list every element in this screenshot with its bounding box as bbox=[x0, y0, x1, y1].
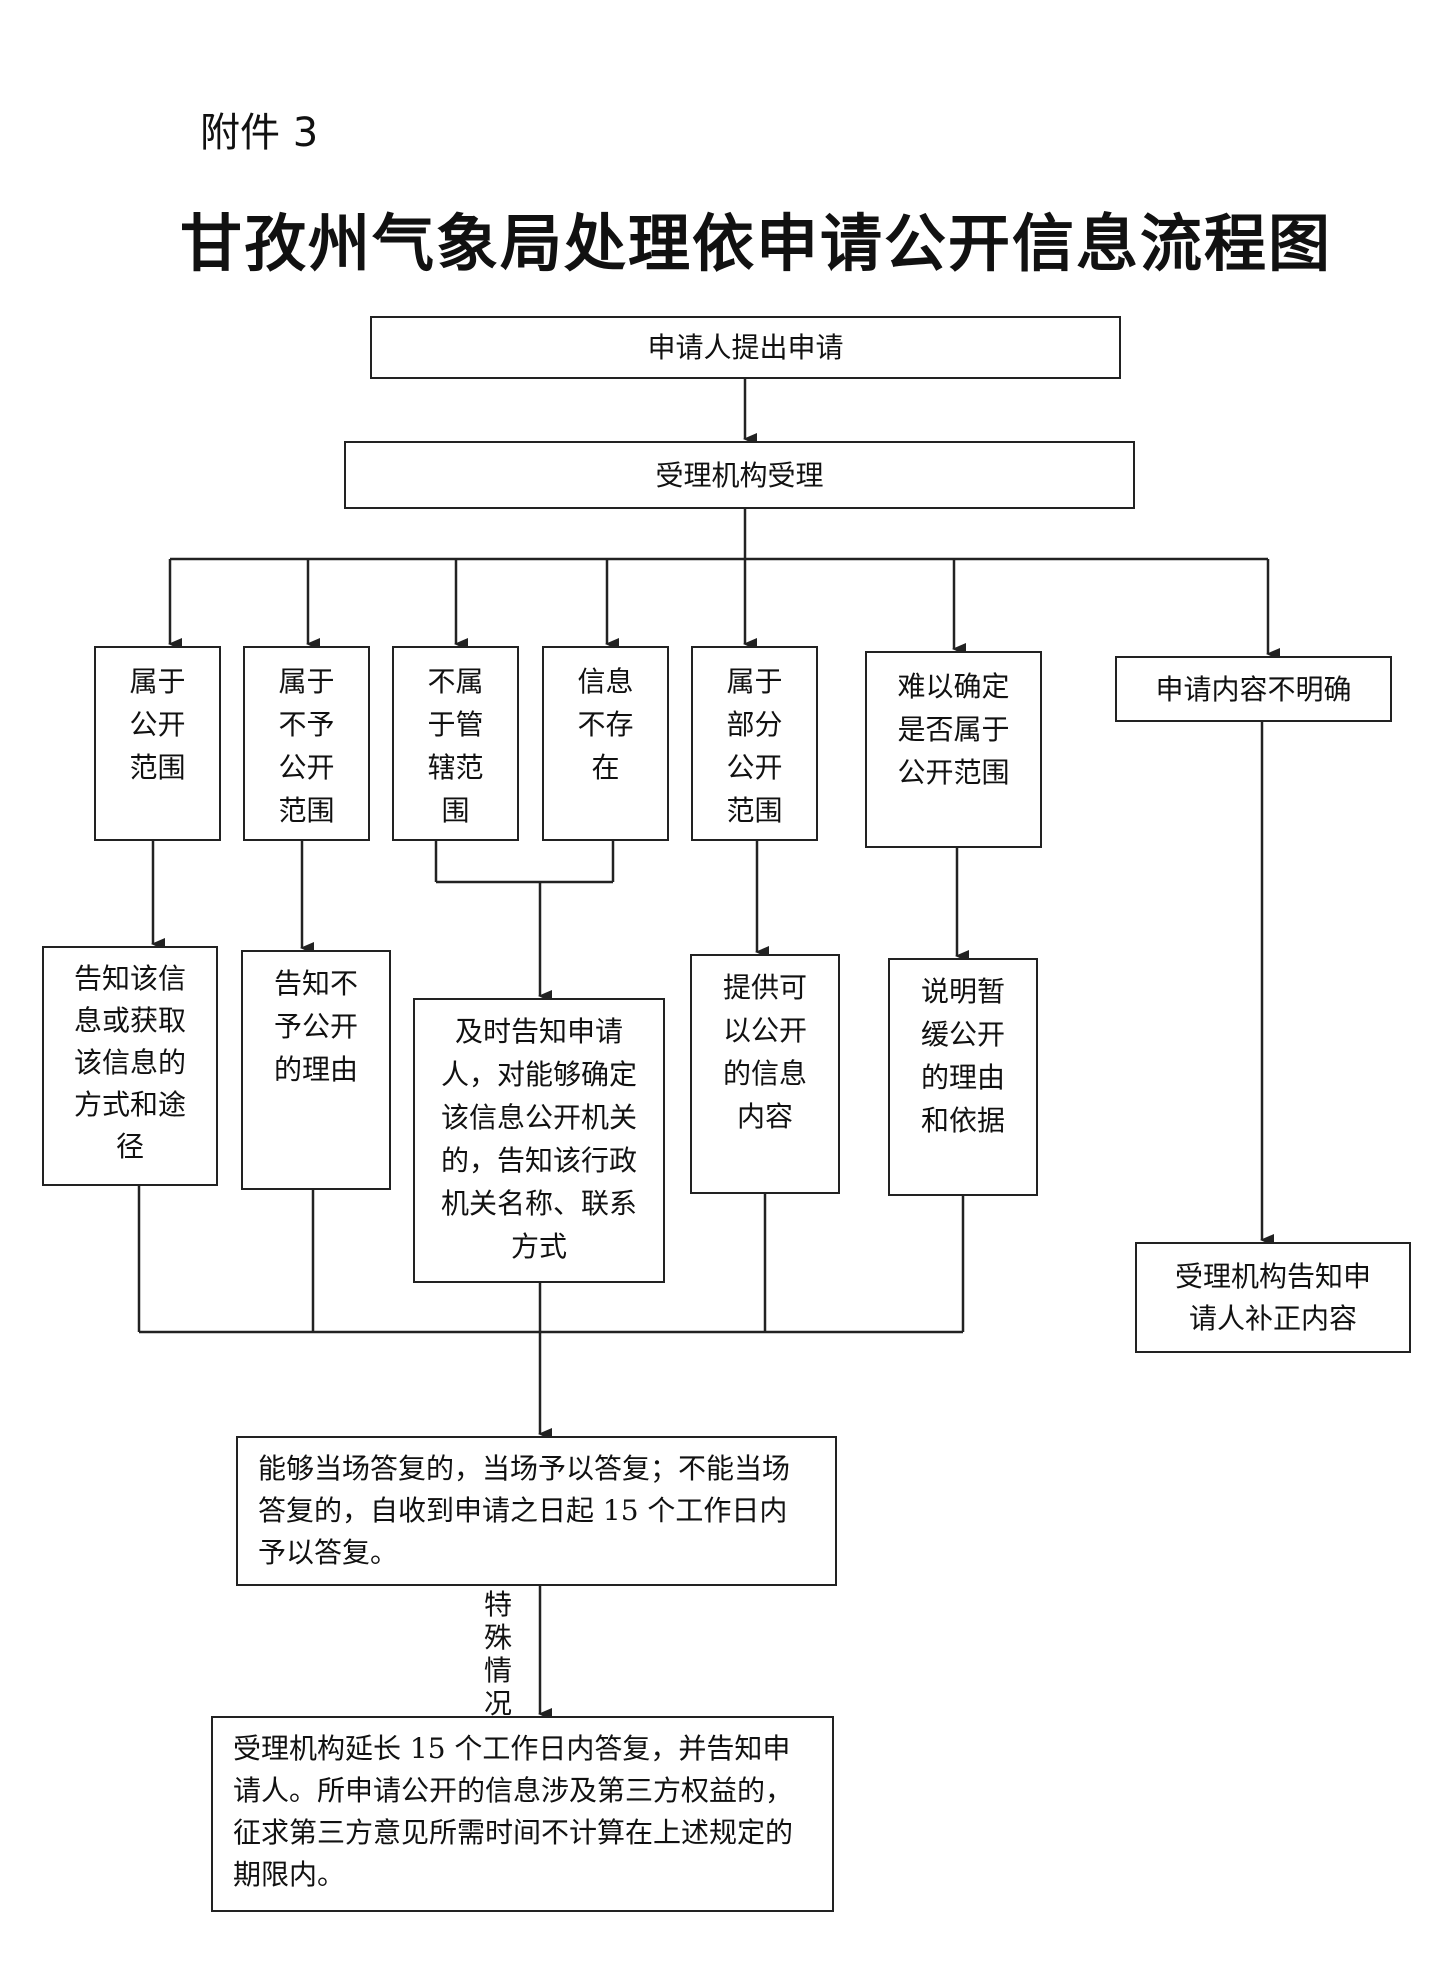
node-out-of-jurisdiction: 不属 于管 辖范 围 bbox=[392, 646, 519, 841]
node-undetermined-scope-label: 难以确定 是否属于 公开范围 bbox=[897, 670, 1010, 789]
result-request-correction: 受理机构告知申 请人补正内容 bbox=[1135, 1242, 1411, 1353]
node-not-public-scope-label: 属于 不予 公开 范围 bbox=[278, 665, 335, 827]
result-notify-agency-label: 及时告知申请 人，对能够确定 该信息公开机关 的，告知该行政 机关名称、联系 方… bbox=[440, 1015, 637, 1263]
node-unclear-request: 申请内容不明确 bbox=[1115, 656, 1392, 722]
node-apply-label: 申请人提出申请 bbox=[647, 331, 844, 364]
node-unclear-request-label: 申请内容不明确 bbox=[1155, 672, 1352, 706]
result-provide-partial: 提供可 以公开 的信息 内容 bbox=[690, 954, 840, 1194]
special-case-label: 特 殊 情 况 bbox=[483, 1588, 512, 1720]
node-partial-public-label: 属于 部分 公开 范围 bbox=[726, 665, 783, 827]
node-reply-deadline-label: 能够当场答复的，当场予以答复；不能当场答复的，自收到申请之日起 15 个工作日内… bbox=[258, 1452, 791, 1569]
node-info-not-exist: 信息 不存 在 bbox=[542, 646, 669, 841]
result-explain-deferral-label: 说明暂 缓公开 的理由 和依据 bbox=[920, 975, 1005, 1137]
node-partial-public: 属于 部分 公开 范围 bbox=[691, 646, 818, 841]
node-undetermined-scope: 难以确定 是否属于 公开范围 bbox=[865, 651, 1042, 848]
result-request-correction-label: 受理机构告知申 请人补正内容 bbox=[1174, 1259, 1371, 1335]
result-refusal-reason-label: 告知不 予公开 的理由 bbox=[273, 967, 358, 1086]
node-info-not-exist-label: 信息 不存 在 bbox=[577, 665, 634, 784]
result-notify-method-label: 告知该信 息或获取 该信息的 方式和途 径 bbox=[73, 962, 186, 1163]
result-notify-method: 告知该信 息或获取 该信息的 方式和途 径 bbox=[42, 946, 218, 1186]
node-extension: 受理机构延长 15 个工作日内答复，并告知申请人。所申请公开的信息涉及第三方权益… bbox=[211, 1716, 834, 1912]
node-public-scope: 属于 公开 范围 bbox=[94, 646, 221, 841]
node-out-of-jurisdiction-label: 不属 于管 辖范 围 bbox=[427, 665, 484, 827]
result-provide-partial-label: 提供可 以公开 的信息 内容 bbox=[722, 971, 807, 1133]
node-apply: 申请人提出申请 bbox=[370, 316, 1121, 379]
node-not-public-scope: 属于 不予 公开 范围 bbox=[243, 646, 370, 841]
node-accept-label: 受理机构受理 bbox=[655, 458, 824, 492]
attachment-label: 附件 3 bbox=[200, 110, 319, 156]
result-notify-agency: 及时告知申请 人，对能够确定 该信息公开机关 的，告知该行政 机关名称、联系 方… bbox=[413, 998, 665, 1283]
result-refusal-reason: 告知不 予公开 的理由 bbox=[241, 950, 391, 1190]
page-title: 甘孜州气象局处理依申请公开信息流程图 bbox=[179, 207, 1332, 280]
node-public-scope-label: 属于 公开 范围 bbox=[129, 665, 186, 784]
node-extension-label: 受理机构延长 15 个工作日内答复，并告知申请人。所申请公开的信息涉及第三方权益… bbox=[233, 1732, 794, 1891]
node-reply-deadline: 能够当场答复的，当场予以答复；不能当场答复的，自收到申请之日起 15 个工作日内… bbox=[236, 1436, 837, 1586]
result-explain-deferral: 说明暂 缓公开 的理由 和依据 bbox=[888, 958, 1038, 1196]
node-accept: 受理机构受理 bbox=[344, 441, 1135, 509]
